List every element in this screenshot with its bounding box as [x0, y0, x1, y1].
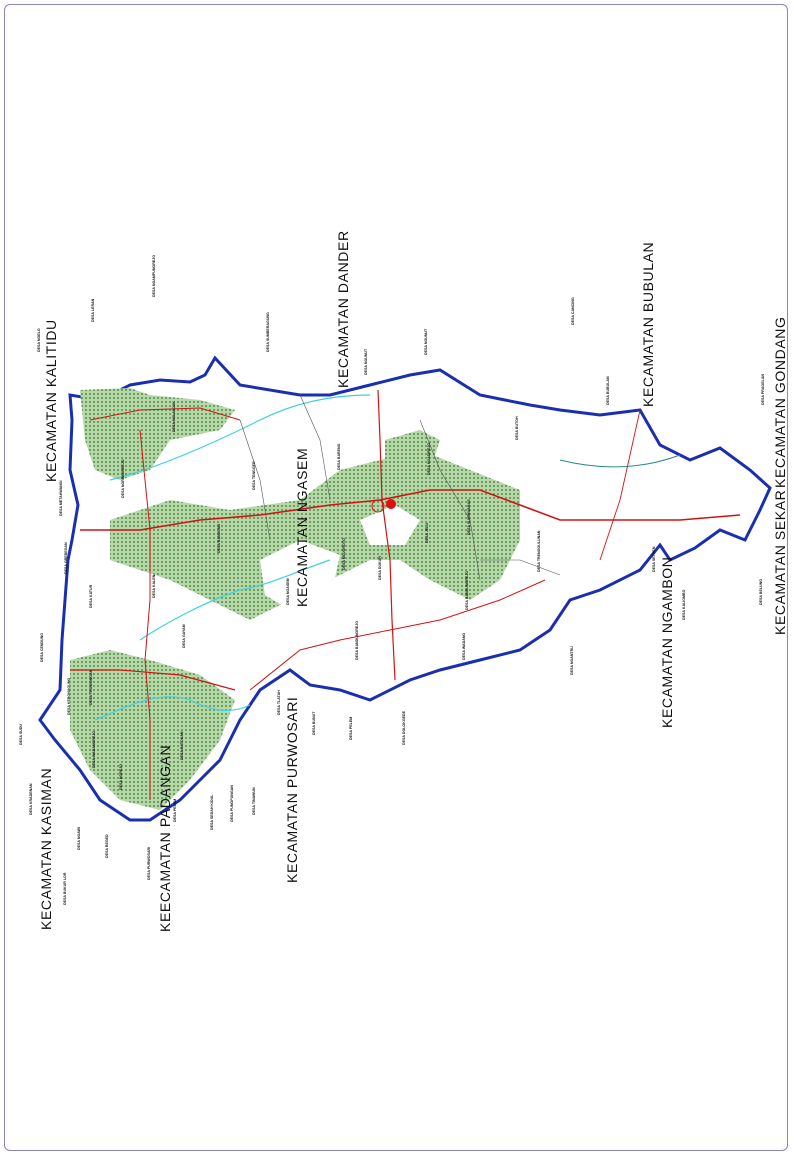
main-road — [80, 489, 741, 531]
minor-road — [299, 394, 331, 501]
desa-label: DESA KATUR — [89, 584, 93, 608]
desa-label: DESA TENGGER — [252, 461, 256, 490]
desa-label: DESA BUNUT — [312, 711, 316, 735]
desa-label: DESA NGASEM — [286, 578, 290, 605]
desa-label: DESA CANCING — [571, 297, 575, 325]
desa-label: DESA BANDUNGREJO — [355, 621, 359, 660]
desa-label: DESA WADANGREJO — [92, 731, 96, 768]
desa-label: DESA PRAGELAN — [761, 374, 765, 405]
kecamatan-bubulan-label: KECAMATAN BUBULAN — [640, 242, 656, 407]
desa-label: DESA DUKUH — [378, 556, 382, 580]
kecamatan-sekar-label: KECAMATAN SEKAR — [772, 490, 788, 635]
river — [94, 696, 251, 721]
desa-label: DESA MOJOROTO — [342, 538, 346, 570]
desa-label: DESA NGADIREJO — [427, 443, 431, 475]
river — [559, 454, 681, 468]
desa-label: DESA BEGED — [105, 834, 109, 858]
desa-label: DESA NGREJO — [119, 764, 123, 790]
road — [70, 669, 236, 691]
desa-label: DESA NGELO — [37, 328, 41, 352]
road — [139, 429, 151, 800]
kecamatan-purwosari-label: KECAMATAN PURWOSARI — [284, 697, 300, 883]
desa-label: DESA NGUNUT — [424, 328, 428, 355]
clearing — [360, 505, 420, 545]
desa-label: DESA NGAMPUNGREJO — [152, 255, 156, 297]
desa-label: DESA DOLOKGEDE — [402, 710, 406, 745]
desa-label: DESA BATOKAN — [180, 731, 184, 760]
kecamatan-kasiman-label: KECAMATAN KASIMAN — [38, 768, 54, 930]
desa-label: DESA CENDUNG — [40, 633, 44, 662]
desa-label: DESA KEBONAGUNG — [67, 678, 71, 715]
minor-road — [239, 419, 271, 541]
map-frame — [4, 4, 788, 1151]
kecamatan-ngambon-label: KECAMATAN NGAMBON — [659, 557, 675, 728]
marker-ring-icon — [371, 499, 385, 513]
desa-label: DESA BELUNG — [759, 579, 763, 605]
road — [89, 407, 241, 421]
minor-road — [419, 419, 481, 581]
desa-label: DESA NGUNUT — [364, 348, 368, 375]
kecamatan-padangan-label: KEECAMATAN PADANGAN — [157, 745, 173, 932]
desa-label: DESA GREBEGAN — [64, 542, 68, 574]
desa-label: DESA BANDUNG — [217, 524, 221, 553]
desa-label: DESA BUKUR LOR — [63, 872, 67, 905]
clearing — [140, 590, 210, 640]
kecamatan-ngasem-label: KECAMATAN NGASEM — [294, 448, 310, 607]
desa-label: DESA TROWONGAN — [89, 669, 93, 705]
minor-road — [480, 559, 561, 576]
desa-label: DESA LERAN — [91, 298, 95, 322]
kecamatan-gondang-label: KECAMATAN GONDANG — [772, 317, 788, 488]
desa-label: DESA WADANG — [462, 633, 466, 660]
desa-label: DESA KALEN — [152, 574, 156, 598]
kecamatan-kalitidu-label: KECAMATAN KALITIDU — [43, 319, 59, 482]
road — [249, 579, 546, 691]
desa-label: DESA TINAWUN — [252, 787, 256, 815]
desa-label: DESA KALIOMBO — [682, 589, 686, 620]
desa-label: DESA NGRINGINREJO — [121, 459, 125, 498]
river — [109, 394, 371, 481]
desa-label: DESA PURWOSARI — [147, 847, 151, 880]
desa-label: DESA SETREN — [652, 546, 656, 572]
desa-label: DESA PELEM — [173, 799, 177, 822]
desa-label: DESA GAYAM — [182, 624, 186, 648]
clearing — [260, 540, 340, 610]
desa-label: DESA KRADENAN — [29, 783, 33, 815]
desa-label: DESA PELEM — [349, 717, 353, 740]
desa-label: DESA BARENG — [337, 443, 341, 470]
desa-label: DESA SUMBERAGUNG — [266, 312, 270, 352]
forest-area-south — [70, 650, 235, 810]
road — [599, 409, 641, 561]
desa-label: DESA SUGIHWARAS — [467, 499, 471, 535]
desa-label: DESA METAHWANGI — [59, 480, 63, 516]
desa-label: DESA TRENGGULUNAN — [537, 530, 541, 572]
river — [139, 559, 331, 641]
desa-label: DESA SEDAH KIDUL — [210, 794, 214, 830]
desa-label: DESA NGAWI — [77, 827, 81, 850]
forest-area-north — [80, 388, 235, 480]
desa-label: DESA NGLANJUK — [172, 401, 176, 432]
desa-label: DESA BANDUNGREJO — [465, 571, 469, 610]
kecamatan-dander-label: KECAMATAN DANDER — [335, 230, 351, 388]
desa-label: DESA SUDU — [19, 724, 23, 745]
desa-label: DESA BUBULAN — [606, 376, 610, 405]
desa-label: DESA JELU — [425, 523, 429, 543]
forest-area-east — [385, 430, 440, 480]
red-dot-marker-icon — [386, 499, 396, 509]
desa-label: DESA NGANTRU — [570, 646, 574, 675]
desa-label: DESA TLATAH — [277, 690, 281, 715]
desa-label: DESA PUNGPUNGAN — [230, 785, 234, 822]
desa-label: DESA BUTOH — [515, 416, 519, 440]
